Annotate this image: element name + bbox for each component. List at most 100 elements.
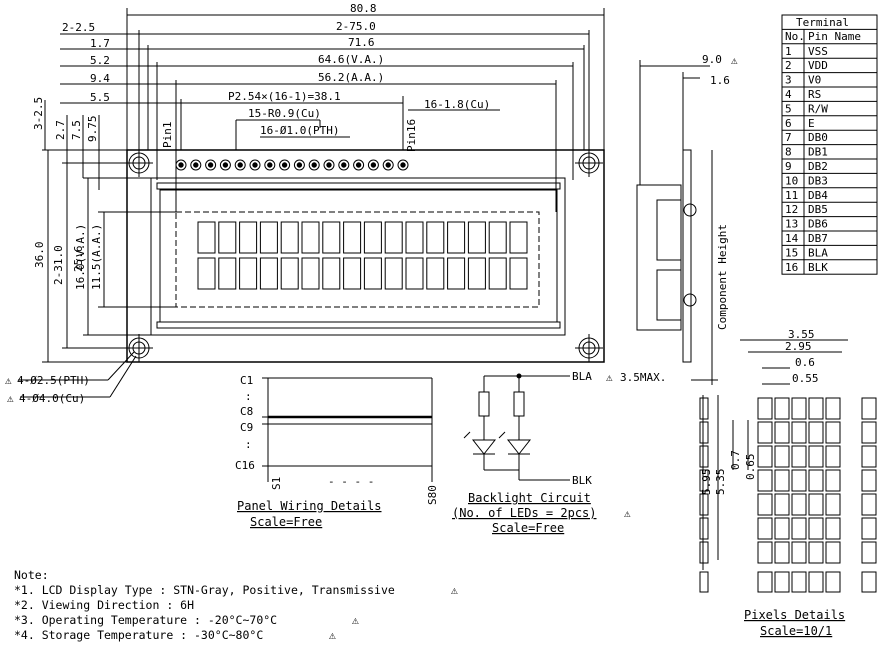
char-cell [218, 221, 237, 254]
pin-pad [397, 159, 409, 171]
pixel-dot [808, 421, 824, 444]
backlight-label-blk: BLK [572, 474, 592, 487]
char-cell [447, 257, 466, 290]
char-cell [488, 257, 507, 290]
led-1 [471, 439, 497, 455]
pixel-dot [699, 493, 709, 516]
pixel-dot [774, 517, 790, 540]
panel-wiring-title: Panel Wiring Details [237, 499, 382, 513]
pixel-dot [791, 517, 807, 540]
terminal-pin-no: 16 [785, 261, 798, 274]
pixel-dot [825, 541, 841, 564]
terminal-pin-no: 2 [785, 59, 792, 72]
char-cell [218, 257, 237, 290]
wiring-label-s80: S80 [426, 485, 439, 505]
dim-v1: 3-2.5 [32, 97, 45, 130]
left-dimensions [42, 100, 176, 363]
note-item: *1. LCD Display Type : STN-Gray, Positiv… [14, 583, 395, 597]
warning-icon: ⚠ [352, 613, 359, 627]
dim-pcb-thickness: 1.6 [710, 74, 730, 87]
pixel-dot [699, 517, 709, 540]
char-cell [259, 221, 278, 254]
pixel-dot [757, 517, 773, 540]
pcb-side [682, 149, 692, 363]
terminal-pin-name: R/W [808, 102, 828, 115]
terminal-pin-name: DB2 [808, 160, 828, 173]
char-cell [426, 221, 445, 254]
char-cell [467, 257, 486, 290]
component-upper [656, 199, 682, 261]
dim-pin-hole: 16-Ø1.0(PTH) [260, 124, 339, 137]
dim-hole-pth: 4-Ø2.5(PTH) [17, 374, 90, 387]
terminal-pin-name: DB7 [808, 232, 828, 245]
warning-icon: ⚠ [7, 392, 14, 405]
pixels-title: Pixels Details [744, 608, 845, 622]
terminal-pin-name: DB4 [808, 189, 828, 202]
pixel-dot [757, 445, 773, 468]
mounting-hole-bl [125, 334, 153, 362]
dim-hole-edge: 2-2.5 [62, 21, 95, 34]
character-cells [197, 221, 528, 290]
pixel-dot [825, 493, 841, 516]
notes: Note: *1. LCD Display Type : STN-Gray, P… [14, 568, 458, 642]
char-cell [426, 257, 445, 290]
dimension-labels: 80.8 2-2.5 2-75.0 1.7 71.6 5.2 64.6(V.A.… [5, 2, 490, 405]
side-labels: 9.0 ⚠ 1.6 Component Height ⚠ 3.5MAX. [606, 53, 738, 384]
char-cell [343, 221, 362, 254]
pin-pad [293, 159, 305, 171]
resistor-2 [513, 391, 525, 417]
terminal-pin-name: DB3 [808, 174, 828, 187]
terminal-pin-no: 10 [785, 174, 798, 187]
dim-overall-width: 80.8 [350, 2, 377, 15]
pixel-dim-h1: 5.95 [700, 469, 713, 496]
pixel-dot [808, 517, 824, 540]
char-cell [467, 221, 486, 254]
warning-icon: ⚠ [624, 507, 631, 520]
mount-hole-callout [18, 351, 137, 398]
terminal-pin-name: DB6 [808, 218, 828, 231]
pin-pad [205, 159, 217, 171]
wiring-ellipsis: : [245, 438, 252, 451]
pixel-dim-h2: 5.35 [714, 469, 727, 496]
dim-pcb-inner: 71.6 [348, 36, 375, 49]
pin1-label: Pin1 [161, 122, 174, 149]
dim-hole-cu: 4-Ø4.0(Cu) [19, 392, 85, 405]
terminal-pin-no: 3 [785, 74, 792, 87]
dim-pcb-edge: 1.7 [90, 37, 110, 50]
dim-aa-edge: 9.4 [90, 72, 110, 85]
lcd-glass-side [636, 184, 682, 331]
dim-pin-edge: 5.5 [90, 91, 110, 104]
char-cell [197, 221, 216, 254]
pixel-dot [825, 397, 841, 420]
terminal-pin-name: DB5 [808, 203, 828, 216]
notes-heading: Note: [14, 568, 49, 582]
terminal-header-no: No. [785, 30, 805, 43]
front-view [125, 149, 605, 363]
mounting-hole-tl [125, 149, 153, 177]
pixel-dot [825, 421, 841, 444]
backlight-title: Backlight Circuit [468, 491, 591, 505]
pixel-dot [808, 469, 824, 492]
pin-pad [367, 159, 379, 171]
warning-icon: ⚠ [451, 583, 458, 597]
pixel-dot [699, 445, 709, 468]
pixel-dot [808, 541, 824, 564]
char-cell [197, 257, 216, 290]
backlight-circuit: BLA BLK Backlight Circuit (No. of LEDs =… [452, 370, 631, 535]
terminal-pin-no: 1 [785, 45, 792, 58]
dim-hole-height: 2-31.0 [52, 245, 65, 285]
char-cell [384, 257, 403, 290]
wiring-label-c9: C9 [240, 421, 253, 434]
pin-row [175, 159, 409, 171]
terminal-pin-name: VSS [808, 45, 828, 58]
terminal-pin-no: 5 [785, 102, 792, 115]
backlight-subtitle: (No. of LEDs = 2pcs) [452, 506, 597, 520]
pixel-dot [699, 421, 709, 444]
pixel-dot [774, 445, 790, 468]
terminal-pin-no: 6 [785, 117, 792, 130]
pixel-dot [791, 421, 807, 444]
pixel-dot [757, 469, 773, 492]
dim-hole-pitch: 2-75.0 [336, 20, 376, 33]
char-cell [447, 221, 466, 254]
